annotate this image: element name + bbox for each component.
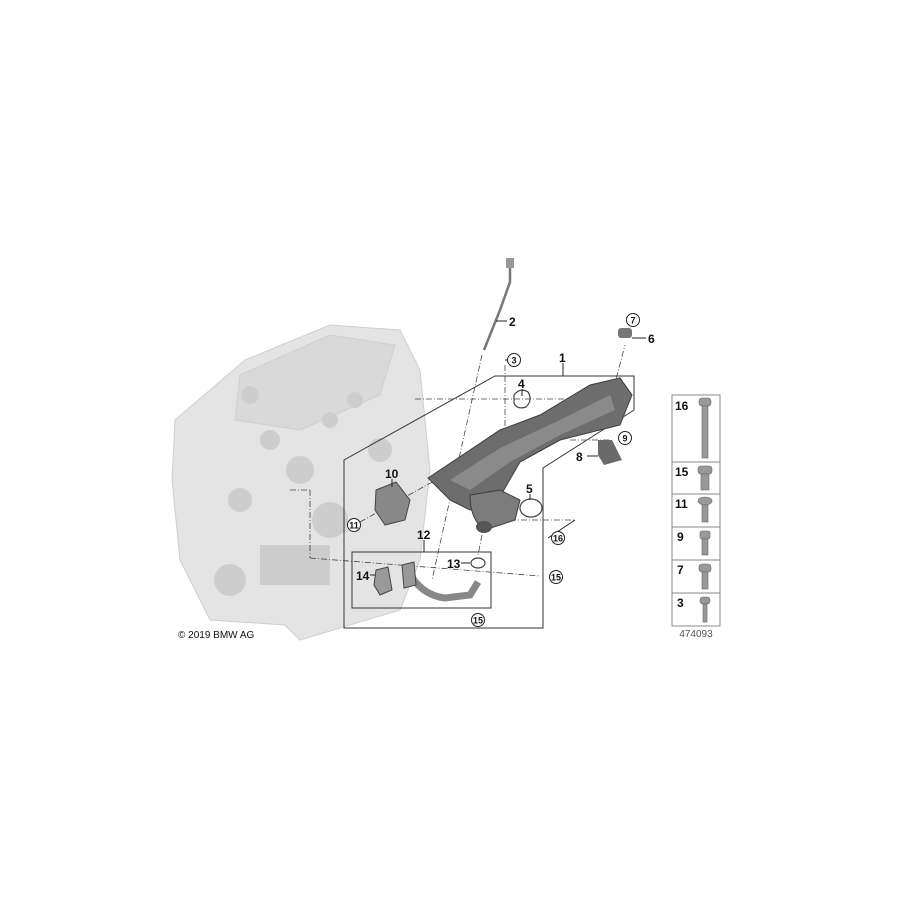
callout-15-bottom: 15 [471, 613, 485, 627]
egr-valve-part-10 [374, 481, 411, 526]
svg-text:11: 11 [349, 521, 359, 531]
sensor-part-6 [618, 328, 632, 338]
svg-text:16: 16 [553, 534, 563, 544]
egr-pipe-group-boundary [351, 551, 492, 609]
svg-text:7: 7 [630, 316, 635, 326]
callout-4: 4 [518, 377, 525, 391]
callout-15-right: 15 [549, 570, 563, 584]
fastener-label-7: 7 [677, 563, 684, 577]
svg-text:15: 15 [551, 573, 561, 583]
copyright-notice: © 2019 BMW AG [178, 630, 255, 641]
callout-12: 12 [417, 528, 431, 542]
callout-8: 8 [576, 450, 583, 464]
bolt-11-icon [697, 496, 713, 523]
drawing-number: 474093 [679, 629, 713, 640]
callout-9: 9 [618, 431, 632, 445]
bolt-7-icon [698, 563, 712, 590]
svg-text:15: 15 [473, 616, 483, 626]
callout-2: 2 [509, 315, 516, 329]
egr-pipe-part-12 [401, 561, 481, 602]
fastener-label-9: 9 [677, 530, 684, 544]
callout-1: 1 [559, 351, 566, 365]
callouts: 1 2 3 4 5 6 7 8 9 10 11 12 13 14 15 15 1… [347, 313, 655, 627]
fastener-panel: 16 15 11 9 7 3 474093 [671, 394, 721, 640]
bracket-part-8 [598, 440, 622, 465]
callout-10: 10 [385, 467, 399, 481]
callout-3: 3 [507, 353, 521, 367]
engine-block-illustration [171, 324, 431, 641]
intake-manifold-part-1 [427, 377, 633, 533]
callout-13: 13 [447, 557, 461, 571]
svg-text:3: 3 [511, 356, 516, 366]
bolt-9-icon [699, 530, 711, 556]
o-ring-part-13 [470, 557, 486, 569]
gasket-part-4 [513, 389, 531, 409]
callout-5: 5 [526, 482, 533, 496]
bolt-16-icon [698, 397, 712, 459]
callout-11: 11 [347, 518, 361, 532]
fastener-label-11: 11 [675, 497, 688, 511]
svg-text:9: 9 [622, 434, 627, 444]
main-assembly-boundary [343, 375, 635, 629]
callout-6: 6 [648, 332, 655, 346]
callout-16: 16 [551, 531, 565, 545]
bolt-15-icon [697, 465, 713, 491]
sensor-part-2 [482, 258, 514, 351]
fastener-label-16: 16 [675, 399, 689, 413]
gasket-part-14 [373, 566, 393, 596]
bolt-3-icon [699, 596, 711, 623]
fastener-label-3: 3 [677, 596, 684, 610]
o-ring-part-5 [519, 498, 543, 518]
callout-14: 14 [356, 569, 370, 583]
fastener-label-15: 15 [675, 465, 689, 479]
callout-7: 7 [626, 313, 640, 327]
